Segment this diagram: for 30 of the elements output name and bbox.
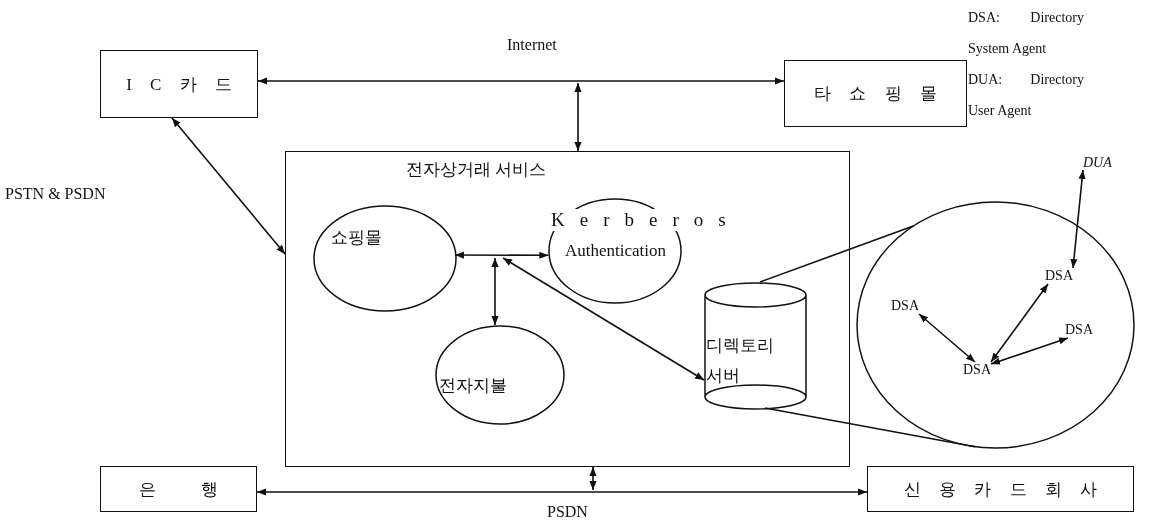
arrow xyxy=(171,117,286,255)
process-box: I C 카 드 xyxy=(100,50,258,118)
node-label: 전자지불 xyxy=(439,375,507,397)
zoom-line xyxy=(759,225,915,283)
legend-note: DSA: Directory System Agent xyxy=(968,9,1084,58)
arrow xyxy=(1070,169,1086,269)
process-box: 은 행 xyxy=(100,466,257,512)
service-container xyxy=(285,151,850,467)
process-box: 신 용 카 드 회 사 xyxy=(867,466,1134,512)
node-label: 디렉토리 서버 xyxy=(706,335,775,387)
arrow xyxy=(502,257,705,381)
arrow xyxy=(990,337,1069,365)
arrow xyxy=(491,257,499,326)
arrow xyxy=(918,313,976,363)
agent-label: DSA xyxy=(963,362,991,378)
arrow xyxy=(574,82,582,152)
arrow xyxy=(589,466,597,491)
node-label: 쇼핑몰 xyxy=(331,227,382,249)
process-box: 타 쇼 핑 몰 xyxy=(784,60,967,127)
container-title: 전자상거래 서비스 xyxy=(406,159,547,181)
arrow xyxy=(990,283,1049,363)
legend-note: PSTN & PSDN xyxy=(5,184,107,204)
arrow xyxy=(257,77,785,85)
arrow xyxy=(454,251,550,259)
agent-label: DSA xyxy=(1045,268,1073,284)
agent-label: DSA xyxy=(1065,322,1093,338)
arrow xyxy=(256,488,868,496)
agent-label: DUA xyxy=(1083,155,1112,171)
agent-label: DSA xyxy=(891,298,919,314)
legend-note: DUA: Directory User Agent xyxy=(968,71,1084,120)
